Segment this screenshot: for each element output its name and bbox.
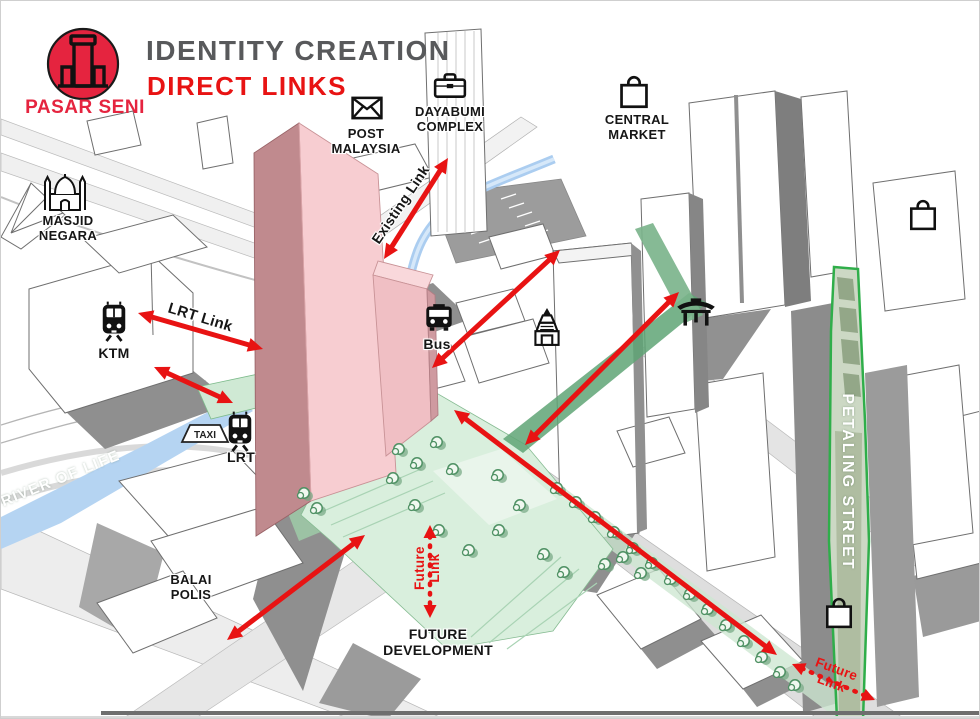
future-link-center-arrow — [423, 525, 437, 618]
proposed-tower-block — [253, 122, 439, 537]
label-petaling-street: PETALING STREET — [838, 393, 856, 571]
main-street-arrow — [454, 410, 777, 655]
ktm-lrt-arrow — [154, 366, 233, 404]
page-subtitle: DIRECT LINKS — [147, 71, 347, 101]
label-ktm: KTM — [98, 345, 130, 361]
ktm-train-icon — [102, 301, 126, 342]
bus-icon — [426, 304, 452, 331]
bottom-road-edge — [101, 711, 979, 715]
label-future-link-center: Future Link — [411, 546, 442, 591]
central-market-bag-icon — [620, 75, 648, 109]
temple-icon — [534, 308, 560, 346]
pasar-seni-logo — [46, 27, 120, 101]
mosque-icon — [44, 174, 86, 211]
lrt-link-arrow — [138, 310, 263, 352]
east-mall-bag-icon — [909, 199, 937, 231]
label-dayabumi-complex: DAYABUMI COMPLEX — [414, 104, 486, 134]
post-envelope-icon — [351, 96, 383, 120]
plaza-petaling-arrow — [525, 292, 679, 445]
label-lrt: LRT — [226, 449, 256, 465]
link-arrows — [138, 158, 875, 701]
petaling-bag-icon — [825, 597, 853, 629]
label-central-market: CENTRAL MARKET — [604, 112, 670, 142]
label-bus: Bus — [423, 336, 451, 352]
label-balai-polis: BALAI POLIS — [170, 572, 212, 602]
bottom-strip — [1, 716, 979, 718]
page-title: IDENTITY CREATION — [146, 35, 451, 66]
label-future-development: FUTURE DEVELOPMENT — [383, 626, 493, 658]
pasar-seni-label: PASAR SENI — [25, 97, 145, 118]
paifang-gate-icon — [677, 298, 715, 326]
dayabumi-briefcase-icon — [433, 73, 467, 98]
petaling-street-band — [827, 265, 871, 718]
balai-polis-arrow — [227, 535, 365, 640]
trees — [296, 436, 804, 693]
taxi-sign-label: TAXI — [194, 430, 216, 441]
lrt-train-icon — [228, 411, 252, 452]
bus-central-market-arrow — [432, 250, 560, 368]
taxi-sign: TAXI — [180, 424, 230, 443]
future-link-southeast-arrow — [792, 663, 875, 701]
label-post-malaysia: POST MALAYSIA — [331, 126, 401, 156]
label-masjid-negara: MASJID NEGARA — [38, 213, 98, 243]
existing-link-arrow — [384, 158, 448, 259]
